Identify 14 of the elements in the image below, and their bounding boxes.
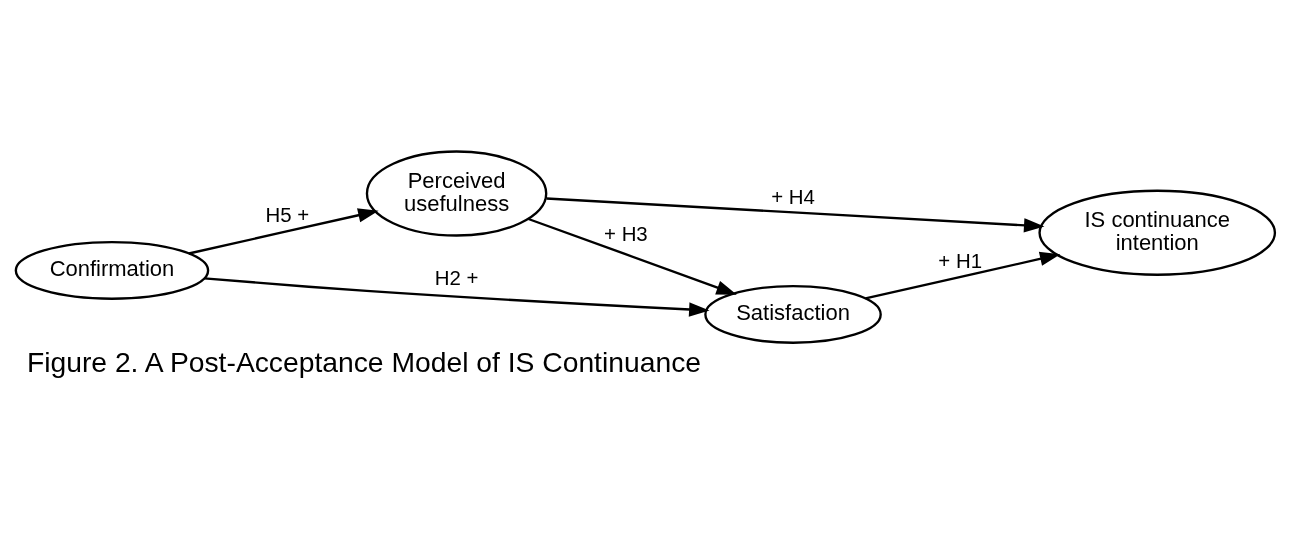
- arrow: [204, 277, 710, 317]
- edge-label: + H4: [771, 185, 815, 208]
- arrow: [865, 251, 1061, 300]
- edge-label: + H3: [604, 223, 648, 246]
- edge-label: H5 +: [265, 204, 310, 227]
- arrow: [528, 217, 737, 295]
- arrow: [546, 197, 1045, 233]
- node-ellipse: Confirmation: [14, 241, 210, 300]
- arrow: [188, 208, 379, 255]
- caption: Figure 2. A Post-Acceptance Model of IS Continuance: [26, 345, 701, 378]
- edge-label: H2 +: [434, 267, 479, 290]
- node-ellipse: Perceived usefulness: [365, 150, 548, 237]
- edge-label: + H1: [938, 249, 983, 272]
- node-ellipse: Satisfaction: [704, 285, 882, 344]
